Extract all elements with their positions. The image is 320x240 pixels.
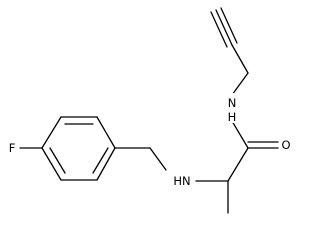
bond-ring-inner-3 [49, 147, 66, 174]
bond-ring-6 [41, 147, 62, 181]
atom-fluorine: F [9, 141, 16, 155]
amine-nh-bg [170, 173, 194, 189]
bond-layer [19, 7, 279, 214]
fluorine-bg [6, 140, 18, 156]
bond-cco-n [231, 120, 249, 149]
atom-carbonyl-o: O [281, 138, 290, 152]
bond-ch2-alkyne [231, 44, 249, 74]
bond-triple-2 [220, 7, 238, 44]
bond-ring-1 [41, 116, 62, 149]
amide-nh-line-1: N [228, 96, 237, 110]
bond-n-ch2 [231, 72, 249, 96]
bond-ca-cco [227, 147, 249, 182]
bond-ring-inner-2 [92, 147, 109, 174]
bond-triple-3 [210, 11, 228, 48]
amide-nh-line-2: H [228, 110, 237, 124]
bond-triple-1 [215, 9, 233, 46]
bond-ch2-nh [149, 147, 167, 171]
carbonyl-o-bg [280, 137, 292, 153]
bond-ring-4 [96, 147, 116, 181]
amide-nh-bg [227, 93, 241, 123]
bond-ring-3 [96, 116, 116, 149]
atom-amine-nh: HN [173, 174, 190, 188]
